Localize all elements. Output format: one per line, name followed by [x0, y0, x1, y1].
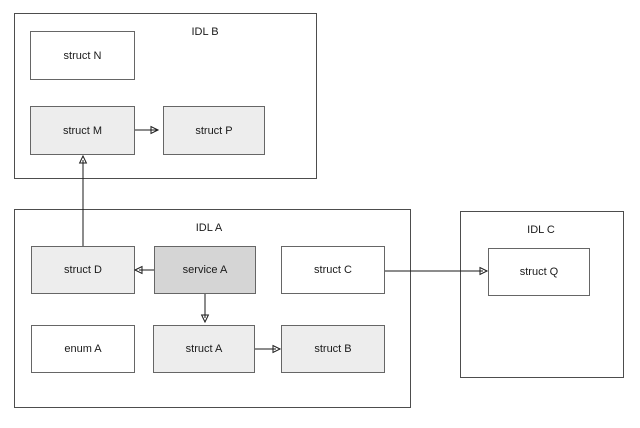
node-enum-a[interactable]: enum A	[31, 325, 135, 373]
node-struct-n[interactable]: struct N	[30, 31, 135, 80]
node-struct-p[interactable]: struct P	[163, 106, 265, 155]
container-idl-c-label: IDL C	[527, 224, 555, 236]
node-struct-c[interactable]: struct C	[281, 246, 385, 294]
node-struct-q[interactable]: struct Q	[488, 248, 590, 296]
container-idl-a-label: IDL A	[195, 222, 223, 234]
node-struct-m[interactable]: struct M	[30, 106, 135, 155]
node-struct-a[interactable]: struct A	[153, 325, 255, 373]
node-struct-b[interactable]: struct B	[281, 325, 385, 373]
node-service-a[interactable]: service A	[154, 246, 256, 294]
container-idl-b-label: IDL B	[191, 26, 219, 38]
container-idl-a[interactable]	[14, 209, 411, 408]
node-struct-d[interactable]: struct D	[31, 246, 135, 294]
